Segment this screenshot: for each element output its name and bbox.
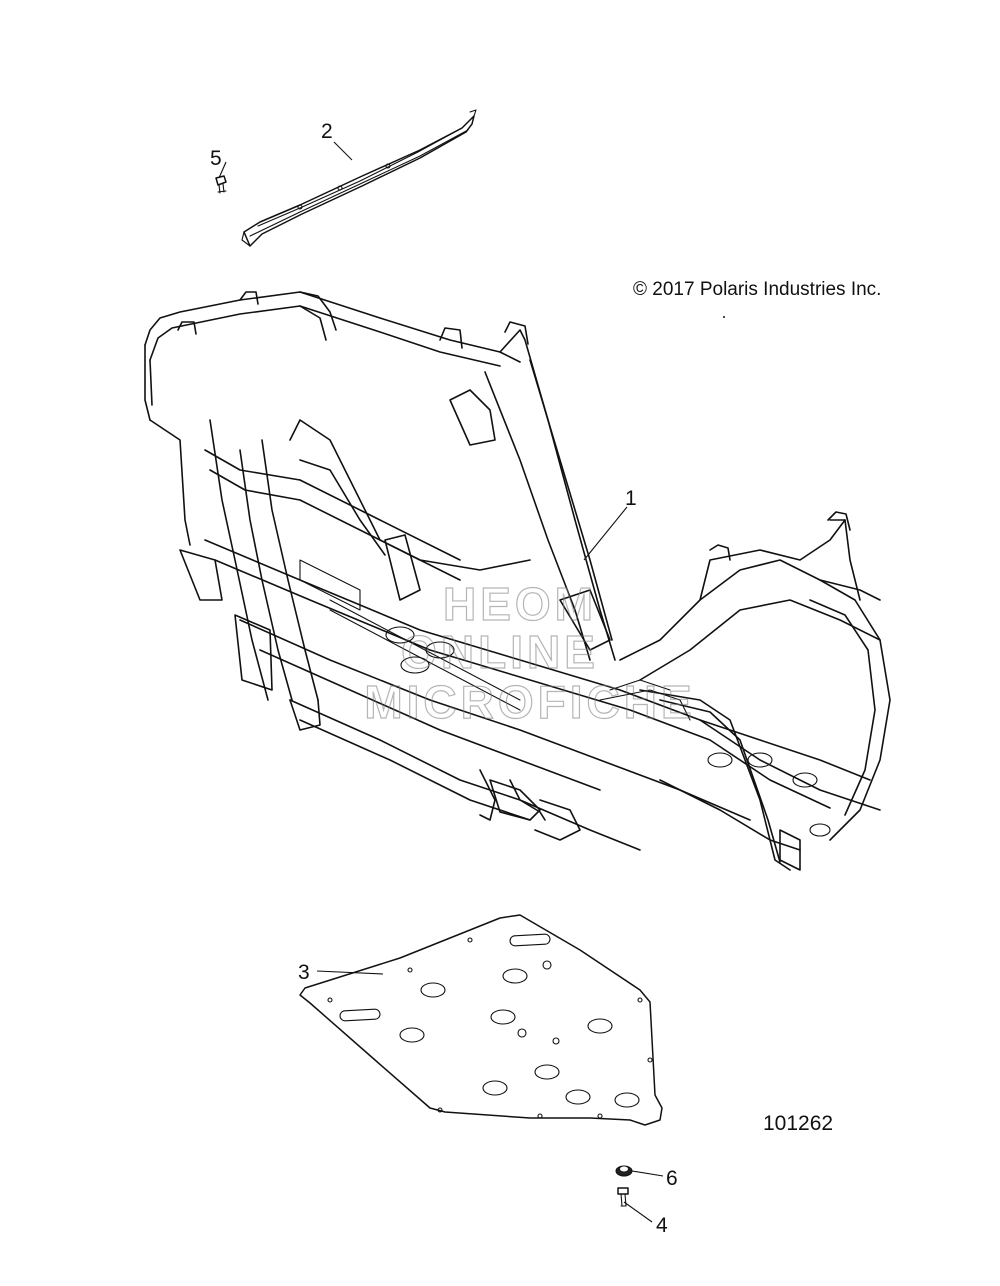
watermark-line-2: ONLINE	[401, 626, 599, 678]
copyright-notice: © 2017 Polaris Industries Inc.	[633, 279, 881, 300]
part-2-rail[interactable]	[241, 109, 477, 247]
part-1-frame[interactable]	[144, 291, 891, 871]
callout-1[interactable]: 1	[625, 487, 637, 510]
part-6-washer[interactable]	[615, 1165, 633, 1177]
callout-5[interactable]: 5	[210, 147, 222, 170]
part-4-bolt[interactable]	[617, 1187, 629, 1207]
part-5-bolt[interactable]	[215, 175, 227, 194]
watermark-line-1: HEOM	[443, 578, 597, 630]
dot-mark	[723, 316, 725, 318]
figure-number: 101262	[763, 1112, 833, 1135]
watermark-line-3: MICROFICHE	[364, 676, 695, 728]
callout-2[interactable]: 2	[321, 120, 333, 143]
callout-3[interactable]: 3	[298, 961, 310, 984]
watermark: HEOM ONLINE MICROFICHE	[364, 577, 695, 728]
leader-lines	[218, 141, 664, 1223]
callout-4[interactable]: 4	[656, 1214, 668, 1237]
part-3-skid-plate[interactable]	[299, 914, 663, 1126]
callout-6[interactable]: 6	[666, 1167, 678, 1190]
